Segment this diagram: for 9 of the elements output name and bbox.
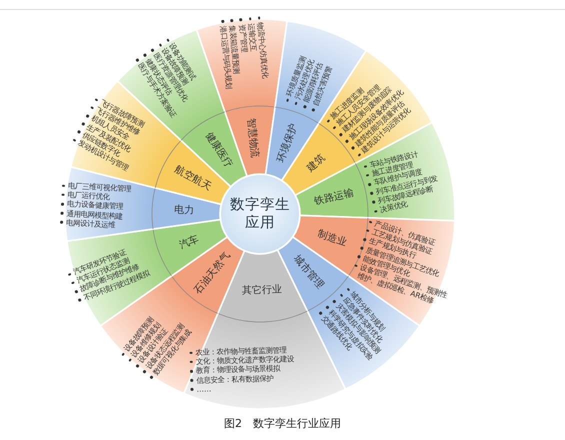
sector-label: 制造业 (316, 228, 348, 250)
sector-label: 城市管理 (291, 252, 328, 292)
figure-caption: 图2 数字孪生行业应用 (223, 416, 342, 431)
sector-label: 智慧物流 (244, 118, 261, 159)
sector-label: 建筑 (304, 151, 328, 175)
sector-label: 电力 (174, 204, 194, 218)
sector-label: 环境保护 (274, 122, 300, 164)
sector-label: 其它行业 (242, 283, 282, 298)
sector-label: 铁路运输 (312, 186, 356, 208)
